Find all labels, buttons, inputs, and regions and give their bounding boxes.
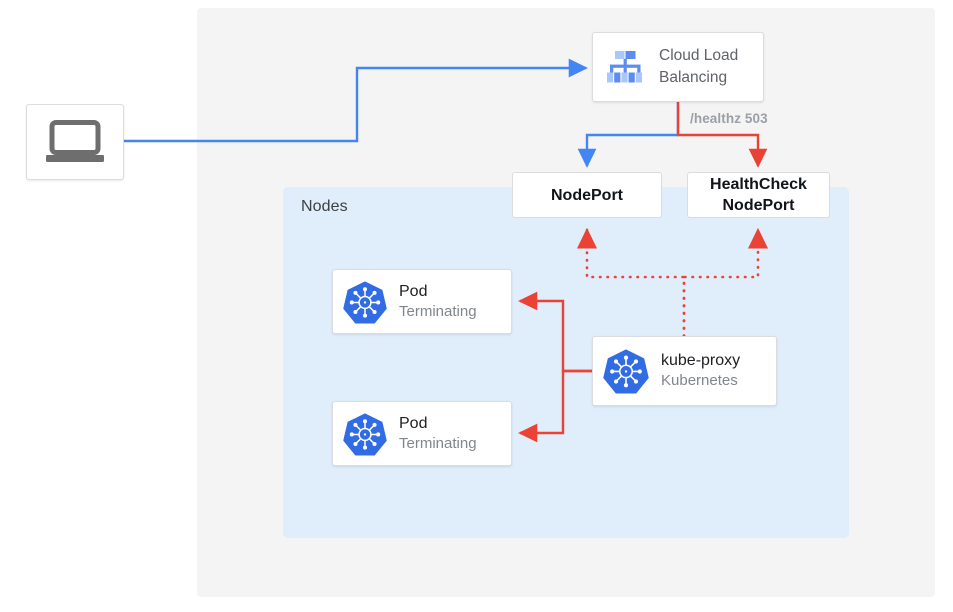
cloud-load-balancing-label-line2: Balancing: [659, 69, 728, 86]
kube-proxy-node[interactable]: kube-proxy Kubernetes: [592, 336, 777, 406]
edge-load-balancer-to-healthcheck-nodeport: [676, 102, 768, 168]
healthcheck-nodeport-node[interactable]: HealthCheck NodePort: [687, 172, 830, 218]
edge-kube-proxy-to-pod-2: [518, 369, 592, 443]
pod-2-title: Pod: [399, 414, 428, 432]
kube-proxy-title: kube-proxy: [661, 352, 741, 369]
cloud-load-balancing-node[interactable]: Cloud Load Balancing: [592, 32, 764, 102]
healthcheck-nodeport-label-line2: NodePort: [722, 197, 795, 214]
kubernetes-icon: [343, 412, 387, 456]
healthcheck-nodeport-label: HealthCheck NodePort: [710, 174, 807, 216]
cloud-load-balancing-label: Cloud Load Balancing: [659, 45, 738, 89]
healthcheck-nodeport-label-line1: HealthCheck: [710, 176, 807, 193]
pod-1-label: Pod Terminating: [399, 282, 477, 322]
nodes-region-label: Nodes: [301, 198, 348, 215]
cloud-load-balancing-label-line1: Cloud Load: [659, 47, 739, 64]
pod-2-label: Pod Terminating: [399, 414, 477, 454]
cloud-load-balancing-icon: [607, 51, 642, 83]
pod-1-title: Pod: [399, 282, 428, 300]
kubernetes-icon: [343, 280, 387, 324]
kube-proxy-subtitle: Kubernetes: [661, 372, 738, 389]
pod-1-status: Terminating: [399, 302, 477, 320]
edge-kube-proxy-to-pod-1: [518, 291, 592, 373]
kubernetes-icon: [603, 349, 649, 394]
healthz-edge-label: /healthz 503: [690, 111, 768, 126]
client-node[interactable]: [26, 104, 124, 180]
nodeport-node[interactable]: NodePort: [512, 172, 662, 218]
nodeport-label: NodePort: [551, 186, 623, 204]
pod-2-status: Terminating: [399, 434, 477, 452]
pod-node-2[interactable]: Pod Terminating: [332, 401, 512, 466]
laptop-icon: [46, 120, 104, 162]
pod-node-1[interactable]: Pod Terminating: [332, 269, 512, 334]
kube-proxy-label: kube-proxy Kubernetes: [661, 351, 740, 391]
edge-load-balancer-to-nodeport: [577, 102, 680, 168]
edge-kube-proxy-to-nodeports-dotted: [576, 227, 686, 338]
edge-kube-proxy-to-healthcheck-nodeport-dotted: [682, 227, 769, 338]
edge-client-to-load-balancer: [124, 58, 588, 143]
